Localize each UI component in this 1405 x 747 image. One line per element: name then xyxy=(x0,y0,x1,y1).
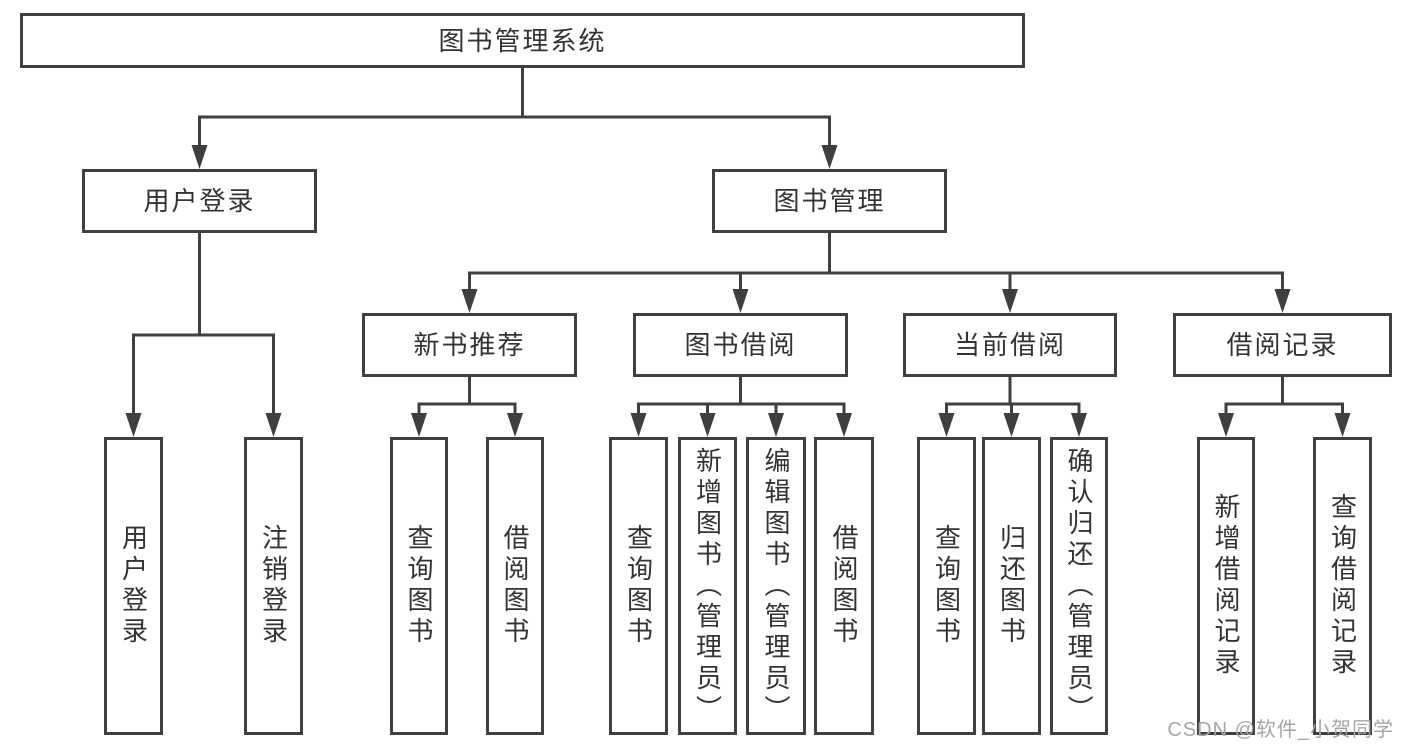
node-leaf-borrow-books: 借阅图书 xyxy=(814,437,874,735)
arrow-down-icon xyxy=(1071,413,1087,437)
connector-new-book-to-children xyxy=(411,375,523,437)
node-label: 当前借阅 xyxy=(953,330,1066,360)
node-label: 用户登录 xyxy=(118,524,149,648)
node-label: 新书推荐 xyxy=(413,330,526,360)
arrow-down-icon xyxy=(1003,413,1020,437)
connector-line xyxy=(198,66,831,152)
node-leaf-confirm-return-admin: 确认归还（管理员） xyxy=(1050,437,1108,735)
arrow-down-icon xyxy=(507,413,523,437)
node-leaf-query-books-current: 查询图书 xyxy=(917,437,976,735)
connector-book-management-to-level3 xyxy=(461,231,1291,313)
node-leaf-query-books-recommend: 查询图书 xyxy=(390,437,448,735)
arrow-down-icon xyxy=(1334,413,1351,437)
arrow-down-icon xyxy=(938,413,955,437)
node-leaf-user-login: 用户登录 xyxy=(104,437,163,735)
arrow-down-icon xyxy=(836,413,852,437)
arrow-down-icon xyxy=(265,413,282,437)
node-label: 归还图书 xyxy=(996,524,1027,648)
node-label: 借阅图书 xyxy=(829,524,859,648)
node-label: 确认归还（管理员） xyxy=(1064,446,1094,726)
node-leaf-edit-book-admin: 编辑图书（管理员） xyxy=(746,437,806,735)
node-label: 编辑图书（管理员） xyxy=(761,446,791,726)
node-current-borrow: 当前借阅 xyxy=(903,313,1117,377)
node-label: 注销登录 xyxy=(258,524,289,648)
watermark: CSDN @软件_小贺同学 xyxy=(1167,719,1394,741)
node-label: 新增图书（管理员） xyxy=(692,446,723,726)
node-leaf-add-borrow-record: 新增借阅记录 xyxy=(1197,437,1255,735)
node-label: 借阅图书 xyxy=(500,524,530,648)
arrow-down-icon xyxy=(699,413,716,437)
node-borrow-records: 借阅记录 xyxy=(1173,313,1392,377)
node-leaf-add-book-admin: 新增图书（管理员） xyxy=(678,437,737,735)
arrow-down-icon xyxy=(1002,289,1018,313)
node-leaf-query-books-borrow: 查询图书 xyxy=(609,437,668,735)
arrow-down-icon xyxy=(821,145,838,169)
node-root: 图书管理系统 xyxy=(20,13,1025,68)
node-label: 图书管理 xyxy=(773,186,886,216)
node-book-management: 图书管理 xyxy=(712,169,947,233)
node-label: 查询借阅记录 xyxy=(1327,493,1358,679)
node-label: 图书借阅 xyxy=(684,330,797,360)
connector-line xyxy=(1224,375,1344,420)
node-book-borrow: 图书借阅 xyxy=(633,313,848,377)
node-leaf-borrow-books-recommend: 借阅图书 xyxy=(486,437,544,735)
arrow-down-icon xyxy=(630,413,647,437)
node-label: 借阅记录 xyxy=(1226,330,1339,360)
connector-user-login-to-children xyxy=(125,231,282,437)
arrow-down-icon xyxy=(732,289,749,313)
arrow-down-icon xyxy=(125,413,142,437)
node-label: 用户登录 xyxy=(143,186,256,216)
connector-line xyxy=(637,375,846,420)
node-leaf-return-books: 归还图书 xyxy=(982,437,1041,735)
arrow-down-icon xyxy=(411,413,427,437)
connector-book-borrow-to-children xyxy=(630,375,852,437)
connector-root-to-level2 xyxy=(191,66,838,169)
connector-borrow-records-to-children xyxy=(1218,375,1351,437)
connector-line xyxy=(468,231,1284,296)
node-label: 新增借阅记录 xyxy=(1211,493,1241,679)
arrow-down-icon xyxy=(191,145,208,169)
connector-line xyxy=(417,375,517,420)
node-label: 图书管理系统 xyxy=(438,25,607,56)
connector-current-borrow-to-children xyxy=(938,375,1087,437)
arrow-down-icon xyxy=(1218,413,1234,437)
arrow-down-icon xyxy=(1274,289,1291,313)
node-new-book-recommend: 新书推荐 xyxy=(362,313,577,377)
node-label: 查询图书 xyxy=(931,524,962,648)
node-label: 查询图书 xyxy=(404,524,434,648)
node-leaf-query-borrow-record: 查询借阅记录 xyxy=(1313,437,1372,735)
connector-line xyxy=(945,375,1081,420)
connector-line xyxy=(132,231,275,420)
arrow-down-icon xyxy=(461,289,478,313)
node-leaf-logout: 注销登录 xyxy=(244,437,303,735)
node-label: 查询图书 xyxy=(623,524,654,648)
node-user-login: 用户登录 xyxy=(82,169,317,233)
arrow-down-icon xyxy=(768,413,784,437)
